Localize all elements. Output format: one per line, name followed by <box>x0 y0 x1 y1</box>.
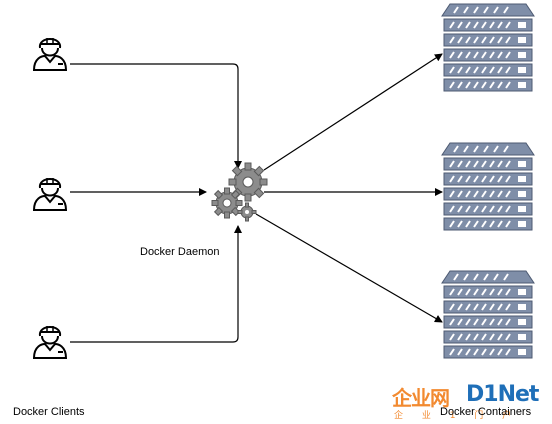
client-user-icon-3 <box>33 325 67 359</box>
client-user-icon-2 <box>33 177 67 211</box>
docker-containers-label: Docker Containers <box>440 406 532 418</box>
docker-daemon-label: Docker Daemon <box>140 246 220 258</box>
watermark-brand-left: 企业网 <box>392 386 450 410</box>
connector-client-3 <box>70 225 242 343</box>
connector-container-1 <box>263 53 443 171</box>
daemon-gears-icon <box>211 162 268 222</box>
docker-clients-label: Docker Clients <box>13 406 85 418</box>
connector-container-3 <box>255 213 443 323</box>
connector-client-1 <box>70 63 242 169</box>
client-user-icon-1 <box>33 37 67 71</box>
container-server-icon-2 <box>442 143 534 230</box>
watermark-brand-right: D1Net <box>466 382 539 407</box>
watermark-subtitle: 企 业 1 门 户 <box>394 411 520 421</box>
container-server-icon-3 <box>442 271 534 358</box>
watermark-logo: 企业网 D1Net 企 业 1 门 户 <box>390 380 550 422</box>
container-server-icon-1 <box>442 4 534 91</box>
